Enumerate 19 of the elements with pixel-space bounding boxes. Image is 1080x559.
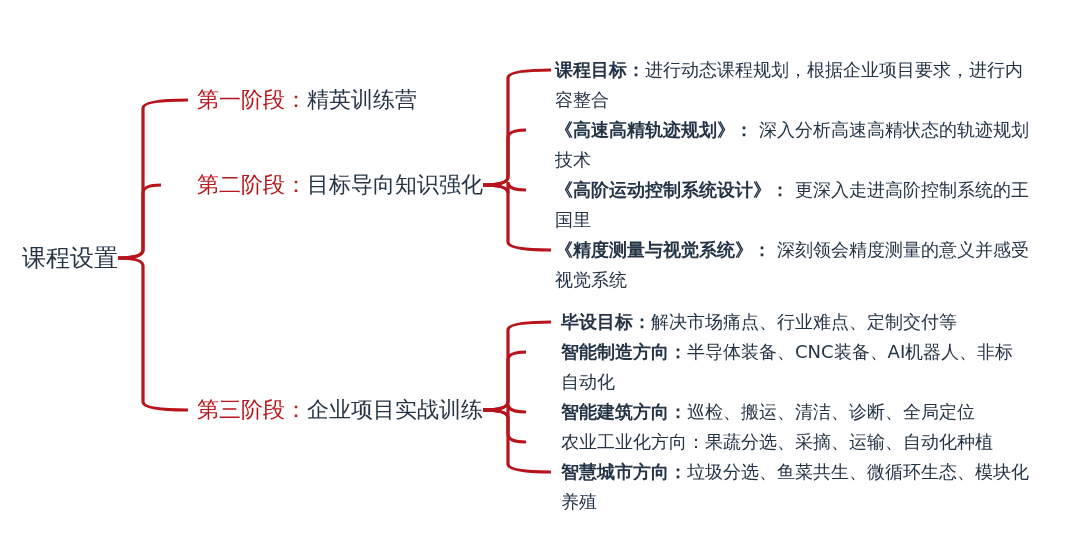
- item-text: 智能建筑方向：巡检、搬运、清洁、诊断、全局定位: [561, 401, 975, 422]
- curly-brace: [482, 183, 551, 252]
- curly-brace: [117, 256, 188, 412]
- stage-title: 企业项目实战训练: [307, 397, 483, 422]
- item-text: 课程目标：进行动态课程规划，根据企业项目要求，进行内容整合: [555, 59, 1023, 110]
- curly-brace: [482, 408, 551, 474]
- item-text: 智能制造方向：半导体装备、CNC装备、AI机器人、非标自动化: [561, 341, 1014, 392]
- item-text: 毕设目标：解决市场痛点、行业难点、定制交付等: [561, 311, 957, 332]
- item-text: 智慧城市方向：垃圾分选、鱼菜共生、微循环生态、模块化养殖: [561, 461, 1029, 512]
- stage-title: 目标导向知识强化: [307, 172, 483, 197]
- stage-label: 第一阶段：: [197, 87, 307, 112]
- item-text: 《高阶运动控制系统设计》： 更深入走进高阶控制系统的王国里: [555, 179, 1029, 230]
- item-text: 《精度测量与视觉系统》： 深刻领会精度测量的意义并感受视觉系统: [555, 239, 1029, 290]
- item-text: 《高速高精轨迹规划》： 深入分析高速高精状态的轨迹规划技术: [555, 119, 1029, 170]
- stage-title: 精英训练营: [307, 87, 417, 112]
- stage-label: 第三阶段：: [197, 397, 307, 422]
- root-label: 课程设置: [22, 244, 118, 272]
- stage-label: 第二阶段：: [197, 172, 307, 197]
- item-text: 农业工业化方向：果蔬分选、采摘、运输、自动化种植: [561, 431, 993, 452]
